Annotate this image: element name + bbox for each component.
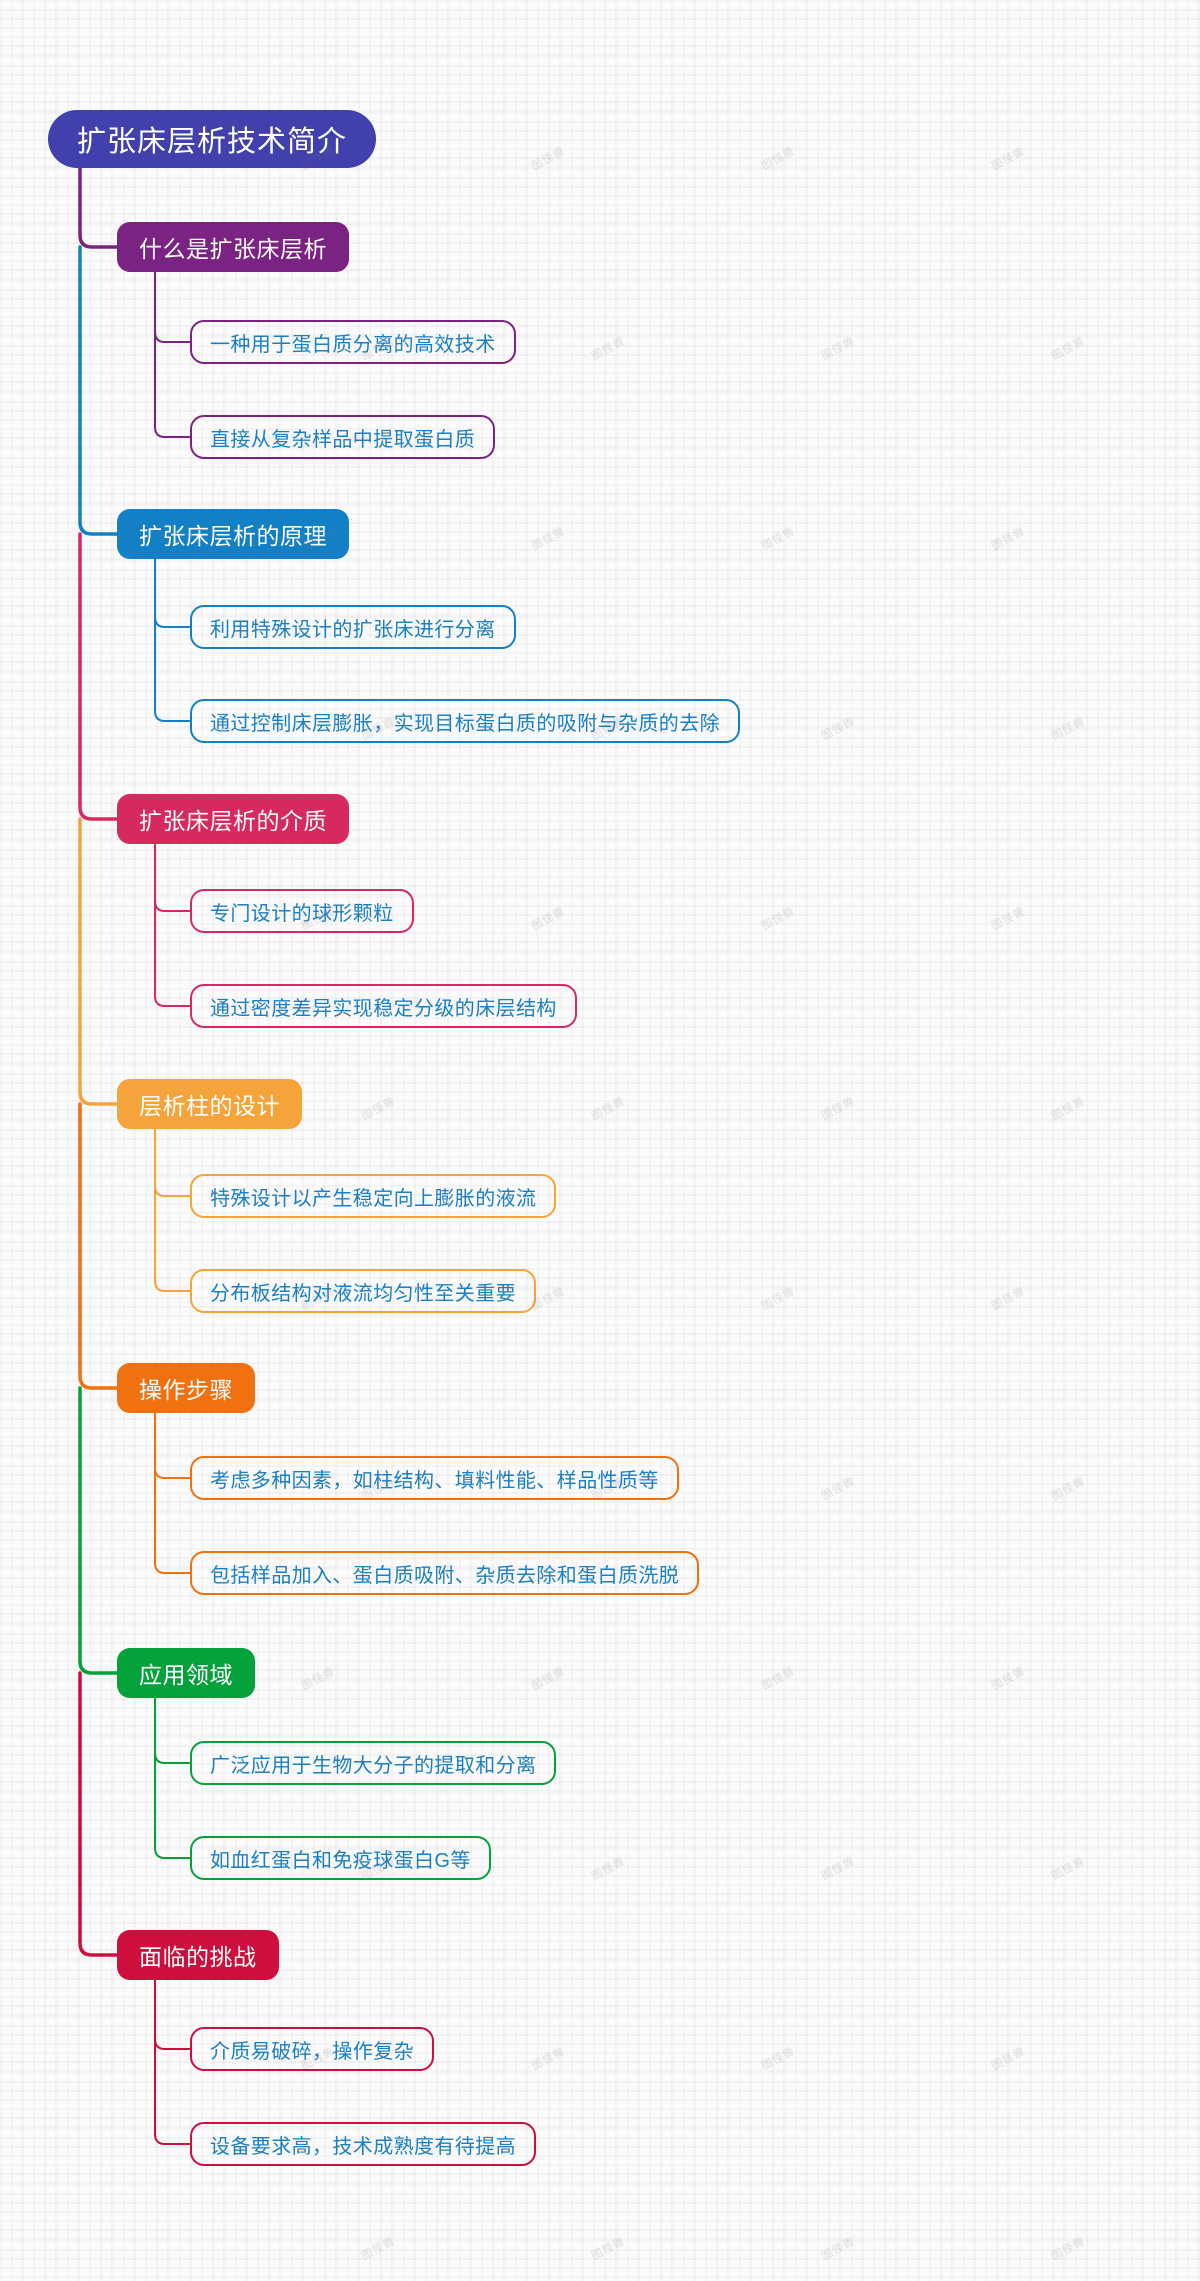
branch-label: 层析柱的设计: [139, 1093, 280, 1119]
leaf-node-7-2[interactable]: 设备要求高，技术成熟度有待提高: [190, 2122, 536, 2166]
branch-label: 扩张床层析的原理: [139, 523, 327, 549]
leaf-label: 直接从复杂样品中提取蛋白质: [210, 428, 476, 451]
branch-label: 扩张床层析的介质: [139, 808, 327, 834]
leaf-node-6-1[interactable]: 广泛应用于生物大分子的提取和分离: [190, 1741, 557, 1785]
leaf-label: 介质易破碎，操作复杂: [210, 2040, 414, 2063]
branch-node-1[interactable]: 什么是扩张床层析: [117, 222, 349, 272]
leaf-label: 广泛应用于生物大分子的提取和分离: [210, 1754, 537, 1777]
leaf-label: 专门设计的球形颗粒: [210, 902, 394, 925]
leaf-node-4-1[interactable]: 特殊设计以产生稳定向上膨胀的液流: [190, 1174, 557, 1218]
branch-node-7[interactable]: 面临的挑战: [117, 1930, 279, 1980]
leaf-node-6-2[interactable]: 如血红蛋白和免疫球蛋白G等: [190, 1836, 491, 1880]
leaf-label: 特殊设计以产生稳定向上膨胀的液流: [210, 1187, 537, 1210]
leaf-label: 考虑多种因素，如柱结构、填料性能、样品性质等: [210, 1469, 659, 1492]
branch-label: 操作步骤: [139, 1377, 233, 1403]
leaf-label: 通过控制床层膨胀，实现目标蛋白质的吸附与杂质的去除: [210, 712, 720, 735]
leaf-node-1-1[interactable]: 一种用于蛋白质分离的高效技术: [190, 320, 516, 364]
leaf-node-1-2[interactable]: 直接从复杂样品中提取蛋白质: [190, 415, 496, 459]
leaf-label: 一种用于蛋白质分离的高效技术: [210, 333, 496, 356]
branch-label: 应用领域: [139, 1662, 233, 1688]
leaf-node-3-1[interactable]: 专门设计的球形颗粒: [190, 889, 414, 933]
leaf-label: 分布板结构对液流均匀性至关重要: [210, 1282, 516, 1305]
leaf-node-2-1[interactable]: 利用特殊设计的扩张床进行分离: [190, 605, 516, 649]
branch-node-4[interactable]: 层析柱的设计: [117, 1079, 302, 1129]
branch-label: 面临的挑战: [139, 1944, 257, 1970]
leaf-node-3-2[interactable]: 通过密度差异实现稳定分级的床层结构: [190, 984, 577, 1028]
branch-node-5[interactable]: 操作步骤: [117, 1363, 255, 1413]
branch-node-2[interactable]: 扩张床层析的原理: [117, 509, 349, 559]
root-node[interactable]: 扩张床层析技术简介: [48, 110, 377, 168]
leaf-node-7-1[interactable]: 介质易破碎，操作复杂: [190, 2027, 434, 2071]
leaf-label: 设备要求高，技术成熟度有待提高: [210, 2135, 516, 2158]
leaf-label: 通过密度差异实现稳定分级的床层结构: [210, 997, 557, 1020]
branch-label: 什么是扩张床层析: [139, 236, 327, 262]
branch-node-6[interactable]: 应用领域: [117, 1648, 255, 1698]
leaf-node-5-1[interactable]: 考虑多种因素，如柱结构、填料性能、样品性质等: [190, 1456, 679, 1500]
branch-node-3[interactable]: 扩张床层析的介质: [117, 794, 349, 844]
leaf-label: 包括样品加入、蛋白质吸附、杂质去除和蛋白质洗脱: [210, 1564, 680, 1587]
leaf-node-2-2[interactable]: 通过控制床层膨胀，实现目标蛋白质的吸附与杂质的去除: [190, 699, 740, 743]
leaf-label: 利用特殊设计的扩张床进行分离: [210, 618, 496, 641]
leaf-node-5-2[interactable]: 包括样品加入、蛋白质吸附、杂质去除和蛋白质洗脱: [190, 1551, 700, 1595]
leaf-node-4-2[interactable]: 分布板结构对液流均匀性至关重要: [190, 1269, 536, 1313]
root-label: 扩张床层析技术简介: [77, 126, 348, 158]
leaf-label: 如血红蛋白和免疫球蛋白G等: [210, 1849, 471, 1872]
